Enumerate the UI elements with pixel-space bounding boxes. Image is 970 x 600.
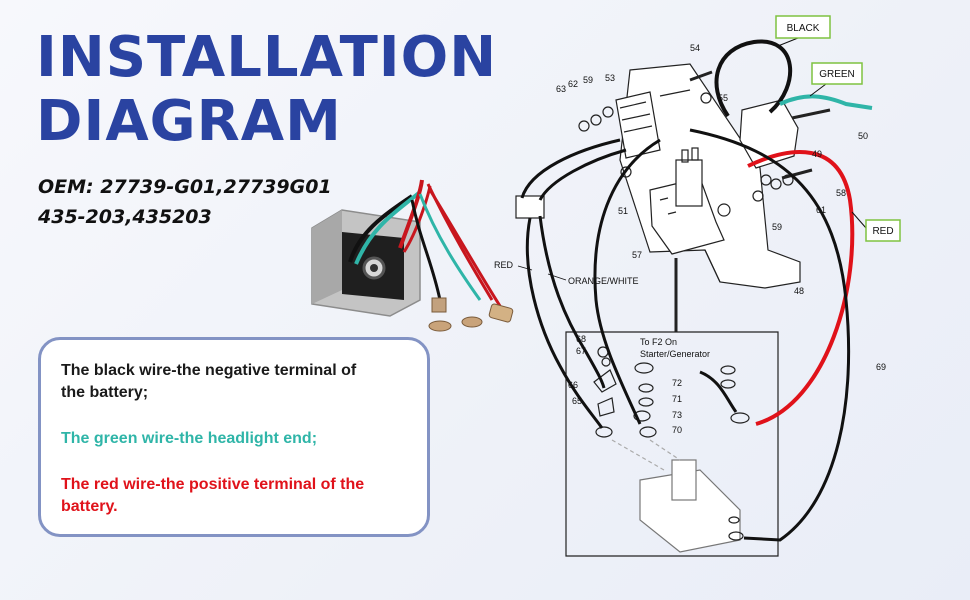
page-title: INSTALLATION DIAGRAM (36, 26, 497, 154)
part-69: 69 (876, 362, 886, 372)
part-63: 63 (556, 84, 566, 94)
wire-labels: RED ORANGE/WHITE To F2 On Starter/Genera… (494, 260, 710, 359)
red-wire-label: RED (494, 260, 514, 270)
part-66: 66 (568, 380, 578, 390)
callout-black-label: BLACK (787, 23, 820, 34)
part-59-right: 59 (772, 222, 782, 232)
part-57: 57 (632, 250, 642, 260)
part-54: 54 (690, 43, 700, 53)
part-50: 50 (858, 131, 868, 141)
part-59-top: 59 (583, 75, 593, 85)
part-55: 55 (718, 93, 728, 103)
title-line-2: DIAGRAM (36, 89, 342, 154)
part-71: 71 (672, 394, 682, 404)
callout-black: BLACK (775, 15, 831, 47)
part-73: 73 (672, 410, 682, 420)
part-48: 48 (794, 286, 804, 296)
part-65: 65 (572, 396, 582, 406)
part-51: 51 (618, 206, 628, 216)
title-line-1: INSTALLATION (36, 25, 498, 90)
part-61: 61 (816, 205, 826, 215)
part-49: 49 (812, 149, 822, 159)
red-wire-description: The red wire-the positive terminal of th… (61, 476, 365, 515)
f2-label-line-1: To F2 On (640, 337, 677, 347)
f2-label-line-2: Starter/Generator (640, 349, 710, 359)
callout-green-label: GREEN (819, 69, 855, 80)
wires (520, 39, 873, 542)
black-wire-description: The black wire-the negative terminal of … (61, 362, 357, 401)
part-72: 72 (672, 378, 682, 388)
part-70: 70 (672, 425, 682, 435)
part-67: 67 (576, 346, 586, 356)
wire-legend-box: The black wire-the negative terminal of … (38, 337, 430, 537)
green-wire-description: The green wire-the headlight end; (61, 430, 318, 447)
callout-red-label: RED (872, 226, 893, 237)
regulator-product-image (311, 179, 514, 332)
orange-white-wire-label: ORANGE/WHITE (568, 276, 639, 286)
part-62: 62 (568, 79, 578, 89)
callout-red: RED (851, 211, 901, 242)
oem-numbers: OEM: 27739-G01,27739G01 435-203,435203 (38, 172, 332, 232)
oem-line-1: OEM: 27739-G01,27739G01 (38, 176, 332, 198)
parts-drawing (515, 63, 831, 557)
part-68: 68 (576, 334, 586, 344)
callout-green: GREEN (809, 62, 863, 97)
part-53: 53 (605, 73, 615, 83)
part-number-labels: 54 63 62 59 53 55 50 49 58 61 51 59 57 4… (556, 43, 886, 435)
oem-line-2: 435-203,435203 (38, 206, 212, 228)
part-58: 58 (836, 188, 846, 198)
